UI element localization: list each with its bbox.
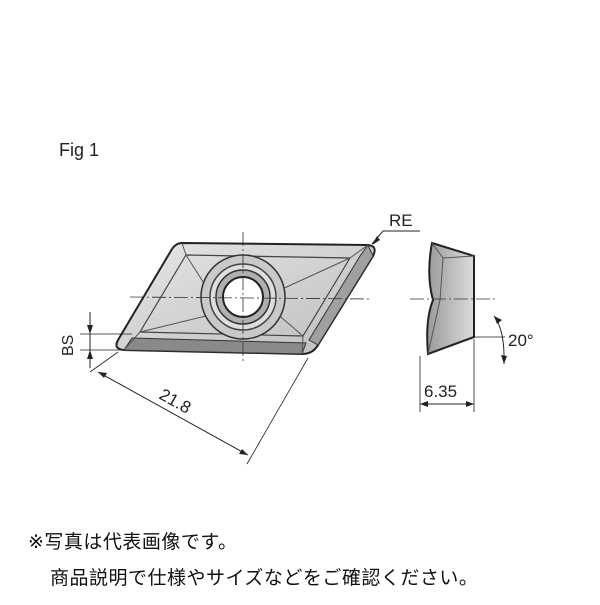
note-line-1: ※写真は代表画像です。: [28, 531, 238, 553]
thickness-label: 6.35: [424, 382, 457, 401]
thickness-dimension: 6.35: [419, 339, 475, 412]
insert-top-view: [115, 232, 376, 362]
re-callout: RE: [371, 211, 420, 245]
edge-length-label: 21.8: [156, 385, 194, 418]
insert-side-view: [410, 241, 496, 356]
insert-facet-lines: [123, 242, 369, 355]
figure-label: Fig 1: [59, 140, 100, 160]
side-outline: [426, 241, 475, 356]
edge-length-dimension: 21.8: [89, 351, 309, 465]
re-label: RE: [389, 211, 413, 230]
centerline-horizontal: [129, 296, 373, 300]
bs-label: BS: [60, 335, 77, 356]
angle-label: 20°: [508, 331, 534, 350]
bs-dimension: BS: [60, 312, 132, 368]
note-line-2: 商品説明で仕様やサイズなどをご確認ください。: [50, 567, 479, 589]
insert-edge-band-right: [308, 244, 374, 346]
angle-dimension: 20°: [474, 315, 534, 365]
side-facet: [427, 242, 475, 355]
